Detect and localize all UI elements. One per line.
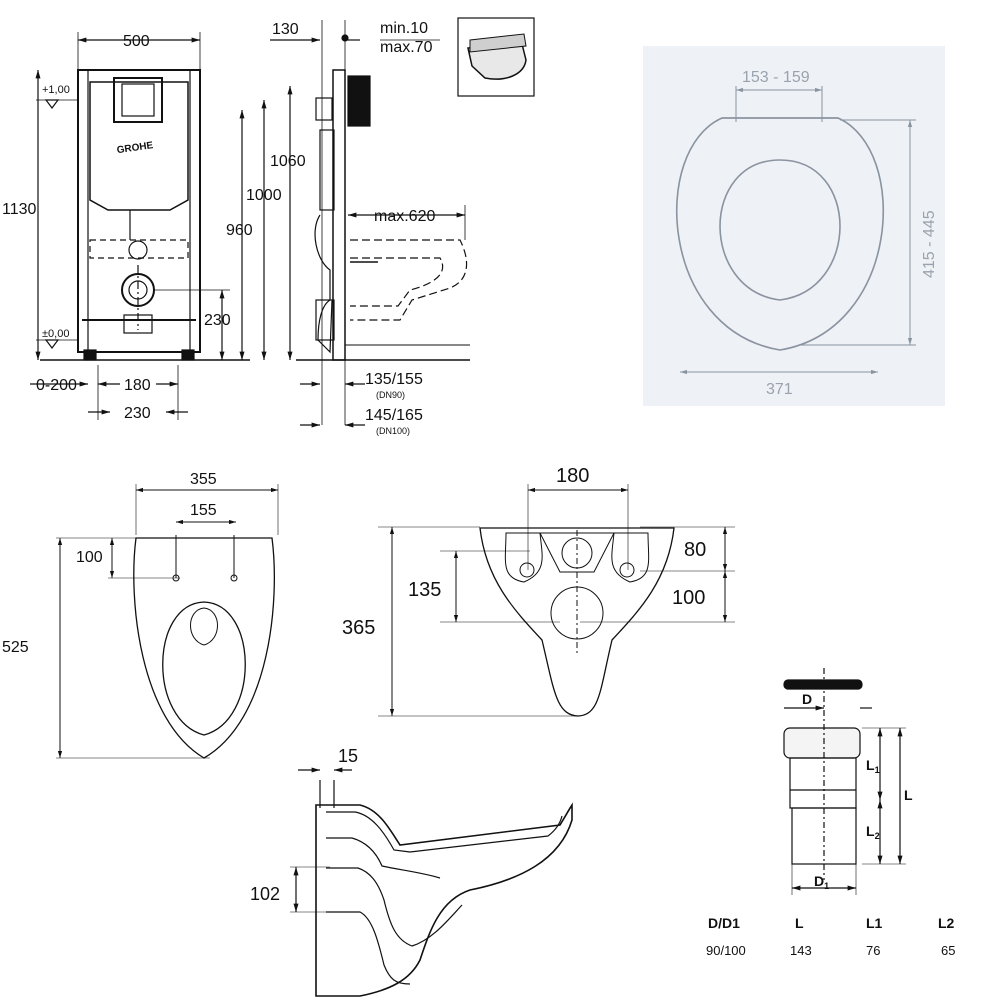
- dim-plus-100: +1,00: [42, 84, 70, 96]
- bowl-side-labels: 15 102: [250, 746, 358, 904]
- dim-1000: 1000: [246, 187, 282, 204]
- dim-145-165: 145/165: [365, 407, 423, 424]
- pipe-label-l1: L1: [866, 757, 880, 775]
- dim-1130: 1130: [2, 201, 37, 218]
- bowl-back-view: [378, 484, 735, 717]
- bowl-back-dim-180: 180: [556, 465, 589, 487]
- dim-230-bottom: 230: [124, 405, 151, 422]
- seat-dim-length: 415 - 445: [921, 210, 938, 278]
- brand-label: GROHE: [116, 140, 154, 156]
- pipe-label-l2: L2: [866, 823, 880, 841]
- pipe-connector: [783, 668, 906, 895]
- bowl-back-dim-135: 135: [408, 579, 441, 601]
- dim-0-200: 0-200: [36, 377, 77, 394]
- pipe-table: D/D1 L L1 L2 90/100 143 76 65: [706, 915, 955, 958]
- pipe-table-cell-l2: 65: [941, 943, 955, 958]
- seat-dim-width: 371: [766, 381, 793, 398]
- bowl-side-dim-15: 15: [338, 746, 358, 766]
- pipe-table-cell-l: 143: [790, 943, 812, 958]
- seat-panel: 153 - 159 415 - 445 371: [643, 46, 945, 406]
- bowl-dim-155: 155: [190, 502, 217, 519]
- bowl-top-view: [56, 484, 279, 759]
- bowl-back-labels: 180 80 100 135 365: [342, 465, 706, 639]
- bowl-side-view: [290, 767, 573, 997]
- dim-1060: 1060: [270, 153, 306, 170]
- toilet-thumbnail: [457, 17, 535, 97]
- bowl-side-dim-102: 102: [250, 884, 280, 904]
- pipe-table-header-l: L: [795, 915, 804, 931]
- bowl-dim-355: 355: [190, 471, 217, 488]
- pipe-table-header-d: D/D1: [708, 915, 740, 931]
- pipe-table-cell-d: 90/100: [706, 943, 746, 958]
- dim-max: max.70: [380, 39, 433, 56]
- dim-130: 130: [272, 21, 299, 38]
- pipe-table-header-l1: L1: [866, 915, 883, 931]
- pipe-table-header-l2: L2: [938, 915, 955, 931]
- pipe-labels: D D1 L1 L2 L: [802, 691, 913, 891]
- dim-zero: ±0,00: [42, 328, 69, 340]
- dim-max620: max.620: [374, 208, 435, 225]
- bowl-dim-525: 525: [2, 639, 29, 656]
- pipe-label-d1: D1: [814, 873, 829, 891]
- frame-side-view: [270, 20, 470, 428]
- dim-230: 230: [204, 312, 231, 329]
- pipe-label-l: L: [904, 787, 913, 803]
- bowl-back-dim-365: 365: [342, 617, 375, 639]
- bowl-dim-100: 100: [76, 549, 103, 566]
- dim-dn100: (DN100): [376, 426, 410, 436]
- bowl-back-dim-100: 100: [672, 587, 705, 609]
- dim-960: 960: [226, 222, 253, 239]
- installation-frame-drawing: GROHE: [30, 32, 293, 420]
- pipe-label-d: D: [802, 691, 812, 707]
- side-view-labels: 130 min.10 max.70 max.620 135/155 (DN90)…: [272, 20, 435, 436]
- dim-500: 500: [123, 33, 150, 50]
- seat-dim-hinge: 153 - 159: [742, 69, 810, 86]
- dim-180: 180: [124, 377, 151, 394]
- dim-135-155: 135/155: [365, 371, 423, 388]
- dim-min: min.10: [380, 20, 428, 37]
- frame-dimension-labels: 500 1130 +1,00 ±0,00 960 1000 1060 230 0…: [2, 33, 306, 422]
- bowl-top-labels: 355 155 100 525: [2, 471, 217, 656]
- dim-dn90: (DN90): [376, 390, 405, 400]
- bowl-back-dim-80: 80: [684, 539, 706, 561]
- pipe-table-cell-l1: 76: [866, 943, 880, 958]
